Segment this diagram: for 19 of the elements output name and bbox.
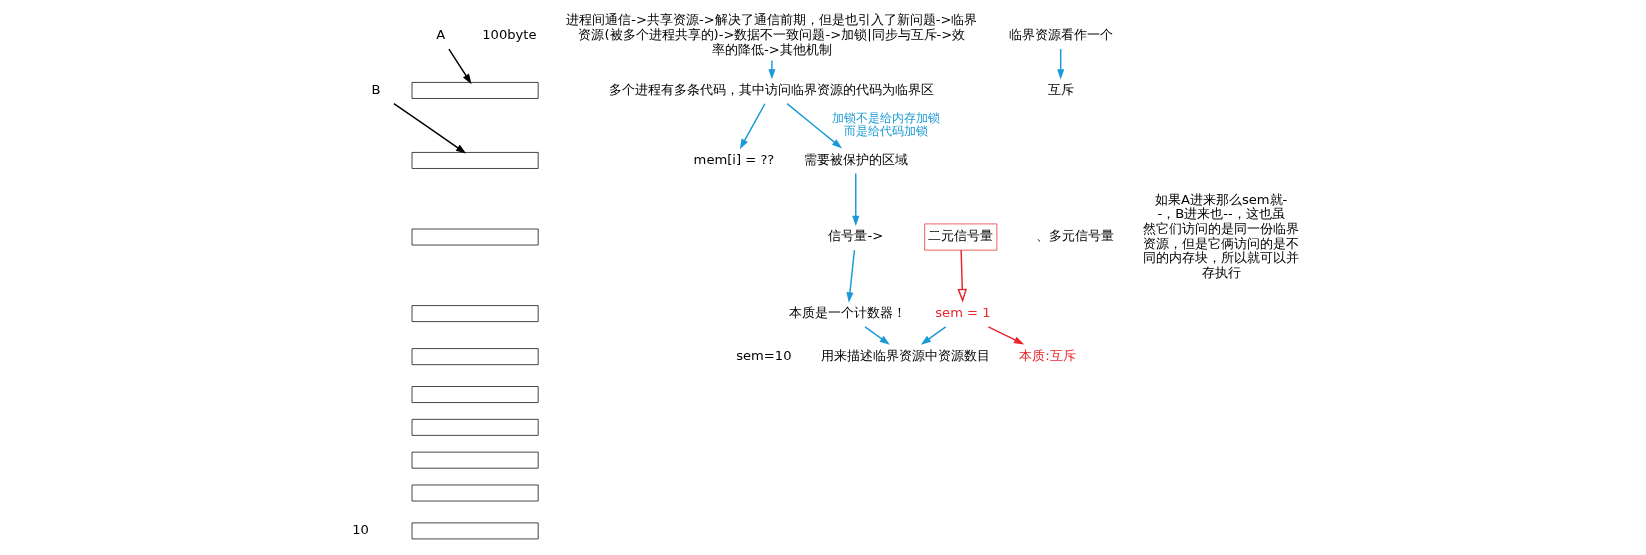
node-text: 用来描述临界资源中资源数目: [820, 347, 990, 363]
node-text: 多个进程有多条代码，其中访问临界资源的代码为临界区: [608, 81, 934, 97]
label: 10: [351, 522, 369, 538]
node-text: 本质:互斥: [1018, 347, 1076, 363]
node-text: 临界资源看作一个: [1008, 26, 1113, 42]
edge-label: 加锁不是给内存加锁而是给代码加锁: [831, 109, 940, 139]
label: sem=10: [735, 347, 792, 363]
label: 如果A进来那么sem就--，B进来也--，这也虽然它们访问的是同一份临界资源，但是它俩访问的是不同的内存块，所以就可以并存执行: [1142, 191, 1299, 280]
node-text: 本质是一个计数器！: [788, 304, 906, 320]
node-text: sem = 1: [934, 304, 991, 320]
node-text: B: [370, 81, 380, 97]
node-text: 信号量->: [827, 228, 883, 244]
node-text: 需要被保护的区域: [803, 151, 908, 167]
node-text: mem[i] = ??: [693, 151, 774, 167]
node-text: 进程间通信->共享资源->解决了通信前期，但是也引入了新问题->临界资源(被多个进程共享的)->数据不一致问题->加锁|同步与互斥->效率的降低->其他机制: [565, 12, 977, 57]
label: 100byte: [481, 26, 537, 42]
label: 、多元信号量: [1035, 228, 1114, 244]
node-text: A: [435, 26, 445, 42]
node-text: 互斥: [1047, 81, 1074, 97]
